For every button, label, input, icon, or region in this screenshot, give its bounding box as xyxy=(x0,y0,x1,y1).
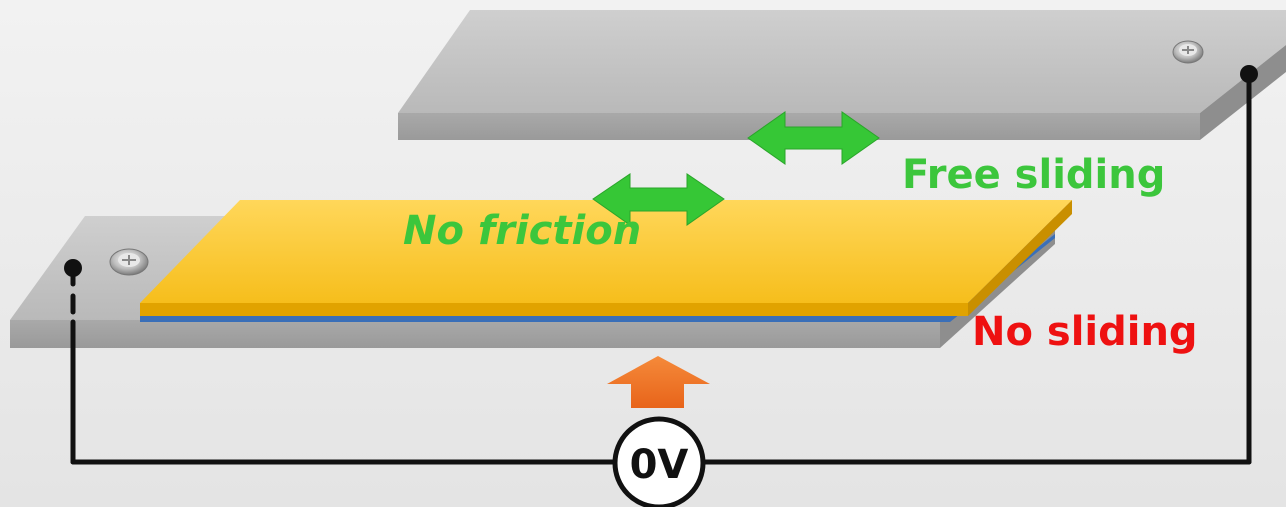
voltage-label: 0V xyxy=(630,442,689,488)
voltage-meter: 0V xyxy=(612,416,706,507)
screw-icon xyxy=(109,248,149,276)
circuit-wire xyxy=(70,71,1252,465)
free-sliding-label: Free sliding xyxy=(902,152,1165,198)
upward-arrow xyxy=(607,356,710,408)
film-side xyxy=(968,200,1072,316)
double-arrow-upper xyxy=(747,111,880,165)
upper-plate-side xyxy=(1200,45,1286,140)
terminal-dot-right xyxy=(1240,65,1258,83)
terminal-dot-left xyxy=(64,259,82,277)
no-friction-label: No friction xyxy=(403,208,641,254)
double-arrow-lower xyxy=(592,173,725,226)
yellow-film xyxy=(140,200,1072,322)
upper-plate-top xyxy=(398,10,1286,113)
lower-plate-front xyxy=(10,320,940,348)
film-front xyxy=(140,303,968,316)
no-sliding-label: No sliding xyxy=(972,309,1198,355)
film-top xyxy=(140,200,1072,303)
screw-icon xyxy=(1172,40,1204,64)
